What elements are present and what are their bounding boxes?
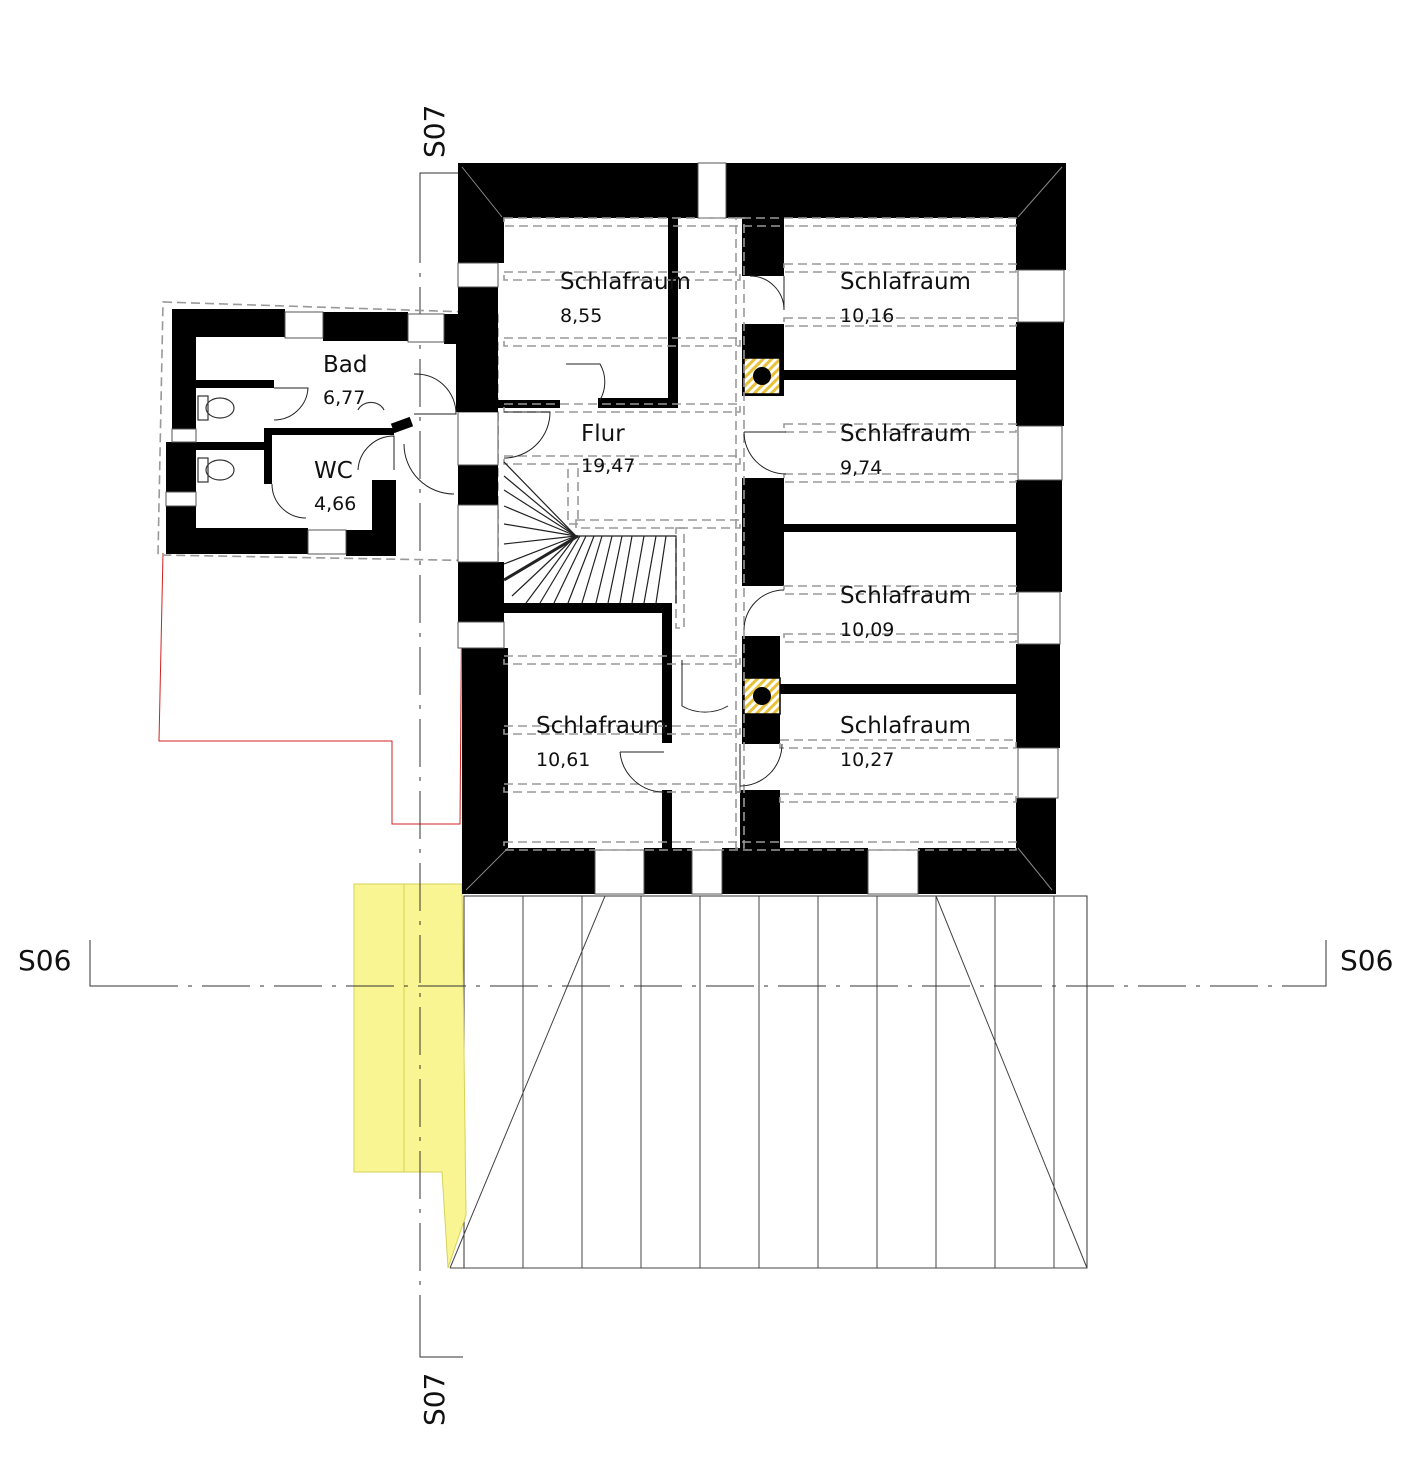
dashed-beams xyxy=(503,217,1017,851)
room-name: Schlafraum xyxy=(536,713,667,739)
room-schlafraum-10-16: Schlafraum 10,16 xyxy=(840,269,971,327)
exterior-walls xyxy=(458,163,1066,894)
section-label-s06-left: S06 xyxy=(18,944,71,977)
room-area: 10,27 xyxy=(840,749,894,771)
room-name: Schlafraum xyxy=(560,269,691,295)
roof-area xyxy=(449,895,1088,1269)
roof-lines xyxy=(449,895,1088,1269)
section-label-s07-top: S07 xyxy=(418,105,451,158)
staircase xyxy=(503,461,677,604)
chimney-upper xyxy=(743,357,781,395)
room-name: Schlafraum xyxy=(840,269,971,295)
room-bad: Bad 6,77 xyxy=(323,352,367,409)
section-label-s06-right: S06 xyxy=(1340,944,1393,977)
room-area: 10,16 xyxy=(840,305,894,327)
room-name: Flur xyxy=(581,421,625,447)
room-schlafraum-9-74: Schlafraum 9,74 xyxy=(840,421,971,479)
room-area: 4,66 xyxy=(314,493,356,515)
corner-lines xyxy=(461,166,1063,891)
doors xyxy=(503,275,787,793)
highlight-area xyxy=(353,883,467,1269)
room-area: 9,74 xyxy=(840,457,882,479)
room-wc: WC 4,66 xyxy=(314,458,356,515)
room-area: 19,47 xyxy=(581,455,635,477)
property-outline xyxy=(158,552,463,825)
room-name: Schlafraum xyxy=(840,713,971,739)
annex-doors xyxy=(271,373,457,519)
chimney-lower xyxy=(743,677,781,715)
room-schlafraum-10-27: Schlafraum 10,27 xyxy=(840,713,971,771)
sink-icon xyxy=(357,401,385,411)
room-area: 10,61 xyxy=(536,749,590,771)
room-name: Schlafraum xyxy=(840,421,971,447)
section-line-s07 xyxy=(419,172,463,1358)
room-name: WC xyxy=(314,458,353,484)
room-schlafraum-10-61: Schlafraum 10,61 xyxy=(536,713,667,771)
section-line-s06 xyxy=(89,940,1327,987)
room-schlafraum-8-55: Schlafraum 8,55 xyxy=(560,269,691,327)
annex-windows xyxy=(165,311,445,555)
section-label-s07-bottom: S07 xyxy=(418,1373,451,1426)
toilet-wc-icon xyxy=(197,457,235,483)
annex-walls xyxy=(166,309,498,556)
interior-walls xyxy=(498,218,1016,848)
windows xyxy=(457,162,1065,895)
room-name: Bad xyxy=(323,352,367,378)
room-schlafraum-10-09: Schlafraum 10,09 xyxy=(840,583,971,641)
room-flur: Flur 19,47 xyxy=(581,421,635,477)
room-area: 6,77 xyxy=(323,387,365,409)
room-area: 8,55 xyxy=(560,305,602,327)
room-area: 10,09 xyxy=(840,619,894,641)
room-name: Schlafraum xyxy=(840,583,971,609)
toilet-bad-icon xyxy=(197,395,235,421)
